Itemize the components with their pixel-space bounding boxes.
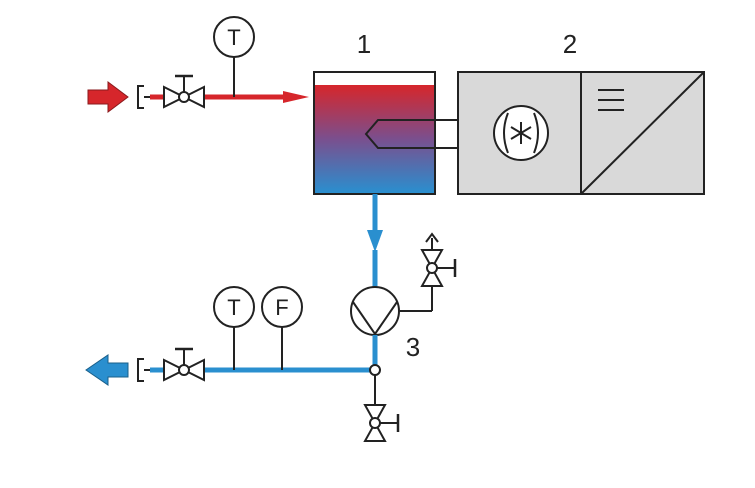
tank-outlet-line [367,194,383,288]
inlet-arrow-icon [87,81,129,113]
drain-valve-icon[interactable] [363,375,400,442]
circulation-pump: 3 [350,286,433,362]
outlet-valve-icon[interactable] [163,347,205,382]
inlet-flange-icon [137,85,144,109]
fan-icon [493,105,549,161]
outlet-temperature-sensor: T [213,286,255,328]
inlet-line: T [87,16,309,113]
outlet-flange-icon [137,358,144,382]
downflow-arrow-icon [367,230,383,252]
inlet-flow-arrow-icon [283,91,309,103]
tee-junction [369,364,381,376]
unit-label: 2 [563,29,577,59]
inlet-valve-icon[interactable] [163,74,205,109]
outlet-flow-sensor: F [261,286,303,328]
control-panel-icon [598,89,624,111]
pump-label: 3 [406,332,420,362]
vent-valve-icon[interactable] [420,232,457,287]
inlet-temperature-label: T [227,25,240,50]
pump-icon [352,301,398,336]
tank-label: 1 [357,29,371,59]
inlet-temperature-sensor: T [213,16,255,58]
outlet-flow-label: F [275,295,288,320]
outlet-temperature-label: T [227,295,240,320]
storage-tank: 1 [313,29,458,195]
outlet-line: T F [85,286,381,386]
heating-unit: 2 [457,29,705,195]
heat-exchanger-coil-icon [364,119,458,149]
outlet-arrow-icon [85,354,129,386]
